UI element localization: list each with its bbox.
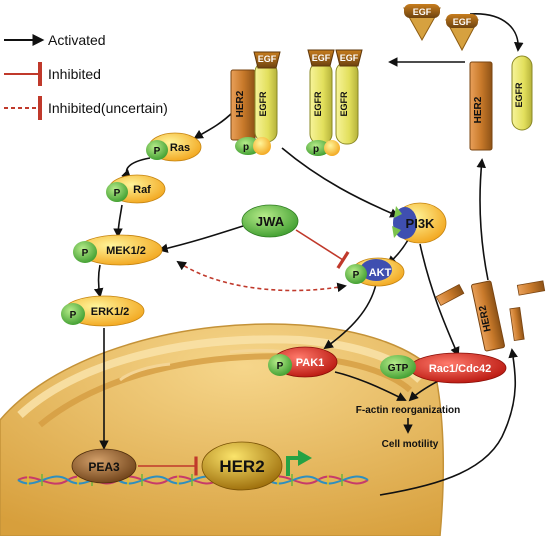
node-ras: P Ras [146,132,202,162]
motility-label: Cell motility [382,439,439,450]
her2-fragment [509,307,525,341]
pak1-label: PAK1 [296,357,325,369]
egf-label: EGF [413,7,432,17]
node-pi3k: PI3K [392,202,447,244]
egfr-receptor-right: EGFR [511,55,533,131]
her2-membrane-group: HER2 [435,280,546,352]
egf-ligand-2: EGF [445,14,479,52]
phospho-site [306,140,330,156]
node-raf: P Raf [106,174,166,204]
transcription-start-icon [286,456,300,476]
egf-ligand-1: EGF [403,4,441,42]
her2-egfr-heterodimer: HER2 EGFR EGF p [230,51,281,155]
akt-mek-uncertain-edge [176,260,347,293]
mek-label: MEK1/2 [106,245,146,257]
erk-label: ERK1/2 [91,306,130,318]
jwa-inhibits-akt-edge [295,229,350,269]
phospho-label: p [313,144,319,155]
her2-label: HER2 [473,96,484,123]
egf-label: EGF [258,54,277,64]
node-pak1: P PAK1 [268,346,338,378]
raf-to-mek-edge [113,204,123,238]
legend-activated-label: Activated [48,32,106,48]
legend: Activated Inhibited Inhibited(uncertain) [4,32,168,120]
her2-fragment [516,280,546,296]
phospho-label: P [154,146,161,157]
her2-gene-label: HER2 [219,457,264,476]
ras-label: Ras [170,142,190,154]
jwa-label: JWA [256,214,285,229]
phospho-label: P [114,188,121,199]
akt-label: AKT [369,267,392,279]
mek-to-erk-edge [93,264,104,298]
node-akt: P AKT [345,257,405,287]
egfr-label: EGFR [258,91,268,117]
pathway-edges [93,13,524,496]
her2-fragment [435,283,465,307]
node-mek: P MEK1/2 [73,234,163,266]
node-erk: P ERK1/2 [61,295,145,327]
pi3k-label: PI3K [406,216,436,231]
receptor-to-pi3k-edge [281,147,400,218]
phospho-label: P [82,248,89,259]
pi3k-to-rac-edge [419,243,460,357]
node-pea3: PEA3 [71,448,137,484]
her2-to-ras-edge [193,111,234,139]
rac-to-factin-edge [408,379,441,402]
nucleus [0,323,445,537]
egf-label: EGF [453,17,472,27]
factin-label: F-actin reorganization [356,405,460,416]
pak1-to-factin-edge [334,371,407,401]
akt-to-pak1-edge [323,283,377,350]
jwa-to-mek-edge [158,225,244,253]
gtp-label: GTP [388,363,409,374]
egfr-label: EGFR [313,91,323,117]
transcription-edge [379,348,518,496]
her2-trafficking-edge [476,158,489,281]
phospho-label: P [277,361,284,372]
legend-inhibited-label: Inhibited [48,66,101,82]
egfr-label: EGFR [514,82,524,108]
free-egf-group: EGF EGF [403,4,479,52]
egf-to-egfr-edge [469,13,524,52]
her2-gene: HER2 [201,441,312,491]
pea3-label: PEA3 [88,460,120,474]
legend-uncertain-label: Inhibited(uncertain) [48,100,168,116]
egf-label: EGF [340,53,359,63]
raf-label: Raf [133,184,151,196]
phospho-label: P [70,310,77,321]
her2-label: HER2 [235,90,246,117]
node-rac: GTP Rac1/Cdc42 [380,352,507,384]
phospho-label: p [243,142,249,153]
rac-label: Rac1/Cdc42 [429,363,491,375]
egfr-label: EGFR [339,91,349,117]
egfr-homodimer: EGFR EGFR EGF EGF p [306,49,363,156]
egf-label: EGF [312,53,331,63]
her2-receptor-right: HER2 [469,61,493,151]
phospho-label: P [353,270,360,281]
node-jwa: JWA [241,204,299,238]
